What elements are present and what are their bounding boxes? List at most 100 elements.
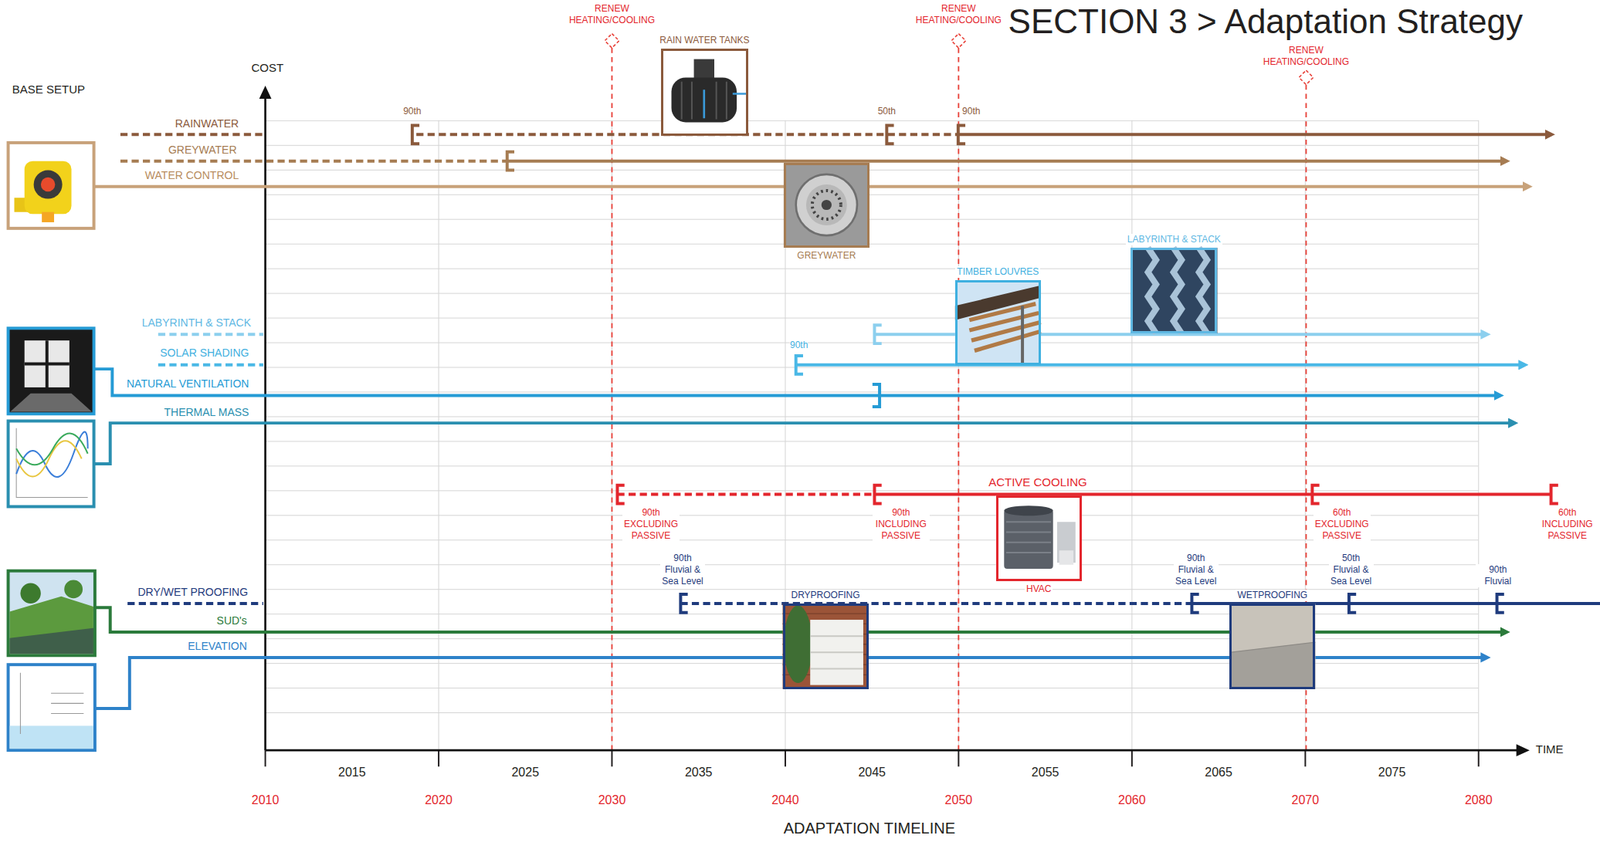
chart-label: SUD's	[216, 614, 248, 629]
icon-frame	[8, 571, 95, 657]
tree	[64, 580, 83, 600]
chart-label: RENEW HEATING/COOLING	[564, 3, 659, 27]
chart-label: 90th	[403, 105, 421, 118]
timeline-dashed	[158, 363, 264, 367]
chart-label: ADAPTATION TIMELINE	[783, 819, 956, 839]
timeline-dashed	[120, 159, 508, 163]
threshold-bracket	[507, 152, 515, 171]
chart-label: RENEW HEATING/COOLING	[1258, 44, 1353, 68]
level-marks	[20, 673, 84, 735]
grid-rows	[265, 120, 1479, 733]
hvac-grille	[1006, 522, 1051, 553]
axis-year: 2035	[684, 765, 713, 781]
axis-year: 2050	[945, 793, 973, 809]
axis-year: 2015	[338, 765, 367, 781]
chart-label: ELEVATION	[187, 640, 248, 655]
drain-inner	[806, 184, 848, 226]
chart-label: RAINWATER	[175, 117, 239, 132]
picture-box: LABYRINTH & STACK	[1125, 233, 1223, 334]
tree	[20, 583, 41, 604]
picture-ground	[955, 280, 1041, 366]
window-bars	[24, 340, 70, 388]
box-heading: LABYRINTH & STACK	[1125, 233, 1223, 246]
chart-label: 90th Fluvial & Sea Level	[1173, 552, 1219, 588]
flood-boards	[810, 620, 864, 686]
chart-label: WATER CONTROL	[145, 169, 239, 184]
axis-year: 2070	[1291, 793, 1320, 809]
tap-timer	[24, 161, 72, 215]
axis-year: 2040	[771, 793, 800, 809]
drain-holes	[812, 190, 841, 220]
hvac-unit	[1003, 509, 1053, 570]
timeline	[958, 132, 1547, 136]
louvres	[969, 304, 1041, 352]
timeline	[796, 363, 1521, 367]
chart-label: TIME	[1535, 742, 1564, 758]
axis-year: 2075	[1378, 765, 1407, 781]
timeline	[507, 159, 1502, 163]
axis-year: 2025	[511, 765, 539, 781]
axis-year: 2030	[598, 793, 627, 809]
picture-frame	[783, 162, 870, 248]
board-joints	[810, 636, 864, 669]
picture-box: RAIN WATER TANKS	[657, 34, 751, 136]
tank-pipe	[704, 89, 746, 119]
drain	[796, 174, 858, 236]
chart-label: ACTIVE COOLING	[988, 475, 1088, 491]
timeline-dashed	[616, 493, 875, 497]
picture-ground	[996, 495, 1082, 582]
picture-box: WETPROOFING	[1229, 589, 1316, 690]
picture-frame	[783, 603, 869, 690]
axis-year: 2055	[1031, 765, 1060, 781]
chart-label: BASE SETUP	[12, 82, 85, 98]
box-heading: RAIN WATER TANKS	[657, 34, 751, 47]
chart-label: GREYWATER	[168, 143, 238, 158]
chart-label: 50th	[877, 105, 896, 118]
picture-box: TIMBER LOUVRES	[955, 266, 1041, 366]
window	[24, 340, 70, 388]
chart-label: 90th Fluvial	[1475, 564, 1521, 588]
picture-ground	[1130, 247, 1217, 334]
timer-dial	[33, 170, 63, 200]
timeline	[94, 423, 1511, 465]
picture-box: GREYWATER	[783, 162, 870, 262]
graph-axes	[16, 428, 89, 499]
box-heading: TIMBER LOUVRES	[955, 266, 1041, 278]
picture-box: DRYPROOFING	[783, 589, 869, 690]
picture-box: HVAC	[996, 495, 1082, 596]
axis-year: 2010	[251, 793, 280, 809]
post	[1020, 305, 1024, 366]
sealed-floor	[1229, 642, 1316, 690]
timer-knob	[40, 177, 55, 192]
box-heading: WETPROOFING	[1235, 589, 1309, 602]
chart-label: 90th Fluvial & Sea Level	[660, 552, 706, 588]
picture-frame	[1229, 603, 1316, 690]
threshold-bracket	[874, 325, 882, 344]
axis-year: 2065	[1204, 765, 1233, 781]
graph-curve	[16, 433, 89, 466]
icon-frame	[8, 328, 95, 414]
chart-label: 60th INCLUDING PASSIVE	[1538, 507, 1597, 543]
channel	[10, 628, 94, 655]
water-band	[10, 725, 94, 750]
icon-frame	[8, 664, 95, 751]
picture-frame	[661, 48, 748, 136]
chart-label: 90th EXCLUDING PASSIVE	[622, 507, 680, 543]
floor	[10, 393, 92, 413]
picture-ground	[1229, 603, 1316, 690]
picture-ground	[783, 603, 869, 690]
picture-frame	[955, 280, 1041, 366]
axis-year: 2060	[1118, 793, 1146, 809]
floor-edge	[1229, 642, 1316, 653]
page-title: SECTION 3 > Adaptation Strategy	[1008, 2, 1523, 42]
chart-label: 90th	[962, 105, 980, 118]
renew-line	[611, 47, 1306, 751]
timeline	[94, 369, 1497, 396]
threshold-bracket	[616, 485, 1558, 505]
chart-label: COST	[250, 61, 284, 76]
hvac-control	[1059, 550, 1075, 565]
graph-curve	[16, 440, 82, 477]
axis-year: 2045	[857, 765, 886, 781]
timeline-dashed	[120, 132, 959, 136]
